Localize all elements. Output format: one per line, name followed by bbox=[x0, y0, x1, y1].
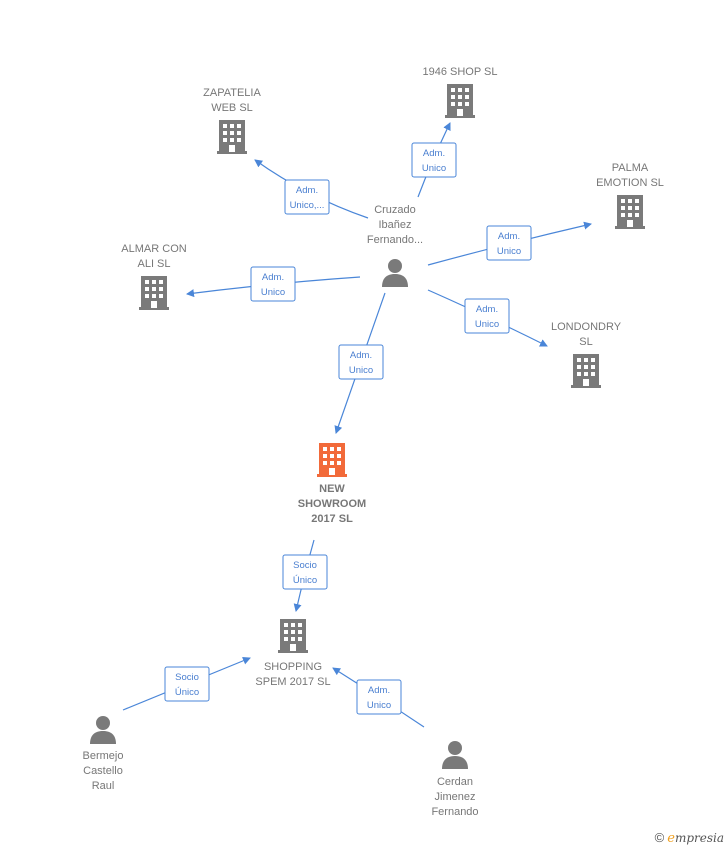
node-label-line: Jimenez bbox=[435, 791, 476, 803]
node-label-line: ALMAR CON bbox=[121, 243, 186, 255]
node-label-line: 2017 SL bbox=[311, 513, 353, 525]
edge-label-line: Socio bbox=[175, 672, 199, 683]
node-label-line: SHOWROOM bbox=[298, 498, 366, 510]
person-icon bbox=[382, 259, 408, 287]
node-label-line: ALI SL bbox=[137, 258, 170, 270]
node-zapatelia[interactable]: ZAPATELIA WEB SL bbox=[203, 87, 261, 154]
building-icon bbox=[571, 354, 601, 388]
edge-label-line: Adm. bbox=[368, 685, 390, 696]
edge-label-line: Unico bbox=[261, 287, 285, 298]
edge-label-line: Socio bbox=[293, 560, 317, 571]
edge-label-box bbox=[250, 266, 296, 302]
edge-cerdan-to-shopping[interactable]: Adm. Unico bbox=[332, 667, 425, 728]
edge-label-line: Adm. bbox=[498, 231, 520, 242]
node-1946-shop[interactable]: 1946 SHOP SL bbox=[422, 66, 498, 118]
copyright-icon: © bbox=[654, 830, 665, 845]
building-icon bbox=[615, 195, 645, 229]
node-londondry[interactable]: LONDONDRY SL bbox=[551, 321, 622, 388]
edge-cruzado-to-palma[interactable]: Adm. Unico bbox=[427, 221, 592, 266]
node-label-line: Castello bbox=[83, 765, 123, 777]
edge-label-box bbox=[486, 225, 532, 261]
nodes-layer: NEW SHOWROOM 2017 SL CruzadoIbañezFernando.… bbox=[83, 66, 664, 818]
edge-label-box bbox=[282, 554, 328, 590]
edge-label-box bbox=[284, 179, 330, 215]
node-label-line: LONDONDRY bbox=[551, 321, 622, 333]
node-label-line: Cruzado bbox=[374, 204, 416, 216]
edge-cruzado-to-almar[interactable]: Adm. Unico bbox=[186, 266, 361, 302]
edge-label-box bbox=[356, 679, 402, 715]
edge-label-line: Unico,... bbox=[290, 200, 325, 211]
node-almar[interactable]: ALMAR CON ALI SL bbox=[121, 243, 187, 310]
edge-label-line: Adm. bbox=[296, 185, 318, 196]
edges-layer: Adm.UnicoAdm.Unico,...Adm.UnicoAdm.Unico… bbox=[122, 122, 592, 728]
building-icon bbox=[139, 276, 169, 310]
footer-brand[interactable]: ©empresia bbox=[655, 830, 724, 846]
edge-label-box bbox=[164, 666, 210, 702]
person-icon bbox=[90, 716, 116, 744]
edge-cruzado-to-londondry[interactable]: Adm. Unico bbox=[427, 289, 548, 347]
edge-label[interactable]: Adm. Unico bbox=[338, 344, 384, 380]
node-palma[interactable]: PALMA EMOTION SL bbox=[596, 162, 664, 229]
edge-label-line: Unico bbox=[422, 163, 446, 174]
edge-label[interactable]: Adm. Unico bbox=[464, 298, 510, 334]
node-label-line: NEW bbox=[319, 483, 345, 495]
edge-label-line: Unico bbox=[367, 700, 391, 711]
edge-label-line: Adm. bbox=[262, 272, 284, 283]
node-label-line: Cerdan bbox=[437, 776, 473, 788]
node-label-line: 1946 SHOP SL bbox=[422, 66, 497, 78]
edge-label-line: Único bbox=[293, 575, 317, 586]
node-cruzado[interactable]: CruzadoIbañezFernando... bbox=[367, 204, 423, 287]
building-icon bbox=[317, 443, 347, 477]
edge-label-line: Unico bbox=[497, 246, 521, 257]
edge-label[interactable]: Adm. Unico bbox=[250, 266, 296, 302]
brand-logo-e: e bbox=[667, 831, 675, 846]
edge-label-box bbox=[411, 142, 457, 178]
edge-label-line: Adm. bbox=[423, 148, 445, 159]
node-shopping[interactable]: SHOPPING SPEM 2017 SL bbox=[255, 619, 331, 688]
building-icon bbox=[217, 120, 247, 154]
node-label-line: SPEM 2017 SL bbox=[255, 676, 330, 688]
node-label-line: SHOPPING bbox=[264, 661, 322, 673]
node-label-line: Fernando... bbox=[367, 234, 423, 246]
node-label-line: Raul bbox=[92, 780, 115, 792]
building-icon bbox=[278, 619, 308, 653]
node-label-line: ZAPATELIA bbox=[203, 87, 261, 99]
node-new-showroom[interactable]: NEW SHOWROOM 2017 SL bbox=[298, 443, 366, 525]
node-label-line: PALMA bbox=[612, 162, 649, 174]
edge-label[interactable]: Adm. Unico,... bbox=[284, 179, 330, 215]
edge-cruzado-to-zapatelia[interactable]: Adm. Unico,... bbox=[254, 159, 369, 219]
edge-label-line: Unico bbox=[349, 365, 373, 376]
node-label-line: EMOTION SL bbox=[596, 177, 664, 189]
building-icon bbox=[445, 84, 475, 118]
edge-label-line: Único bbox=[175, 687, 199, 698]
node-label-line: Bermejo bbox=[83, 750, 124, 762]
edge-label-box bbox=[338, 344, 384, 380]
edge-label[interactable]: Adm. Unico bbox=[486, 225, 532, 261]
edge-label-box bbox=[464, 298, 510, 334]
edge-label-line: Adm. bbox=[476, 304, 498, 315]
brand-logo-text: mpresia bbox=[674, 831, 724, 845]
edge-label-line: Adm. bbox=[350, 350, 372, 361]
node-label-line: SL bbox=[579, 336, 592, 348]
node-label-line: WEB SL bbox=[211, 102, 253, 114]
edge-label[interactable]: Adm. Unico bbox=[411, 142, 457, 178]
edge-label[interactable]: Adm. Unico bbox=[356, 679, 402, 715]
edge-cruzado-to-1946-shop[interactable]: Adm. Unico bbox=[411, 122, 457, 198]
person-icon bbox=[442, 741, 468, 769]
edge-label-line: Unico bbox=[475, 319, 499, 330]
node-label-line: Ibañez bbox=[378, 219, 411, 231]
edge-cruzado-to-new-showroom[interactable]: Adm. Unico bbox=[334, 292, 386, 434]
node-label-line: Fernando bbox=[431, 806, 478, 818]
